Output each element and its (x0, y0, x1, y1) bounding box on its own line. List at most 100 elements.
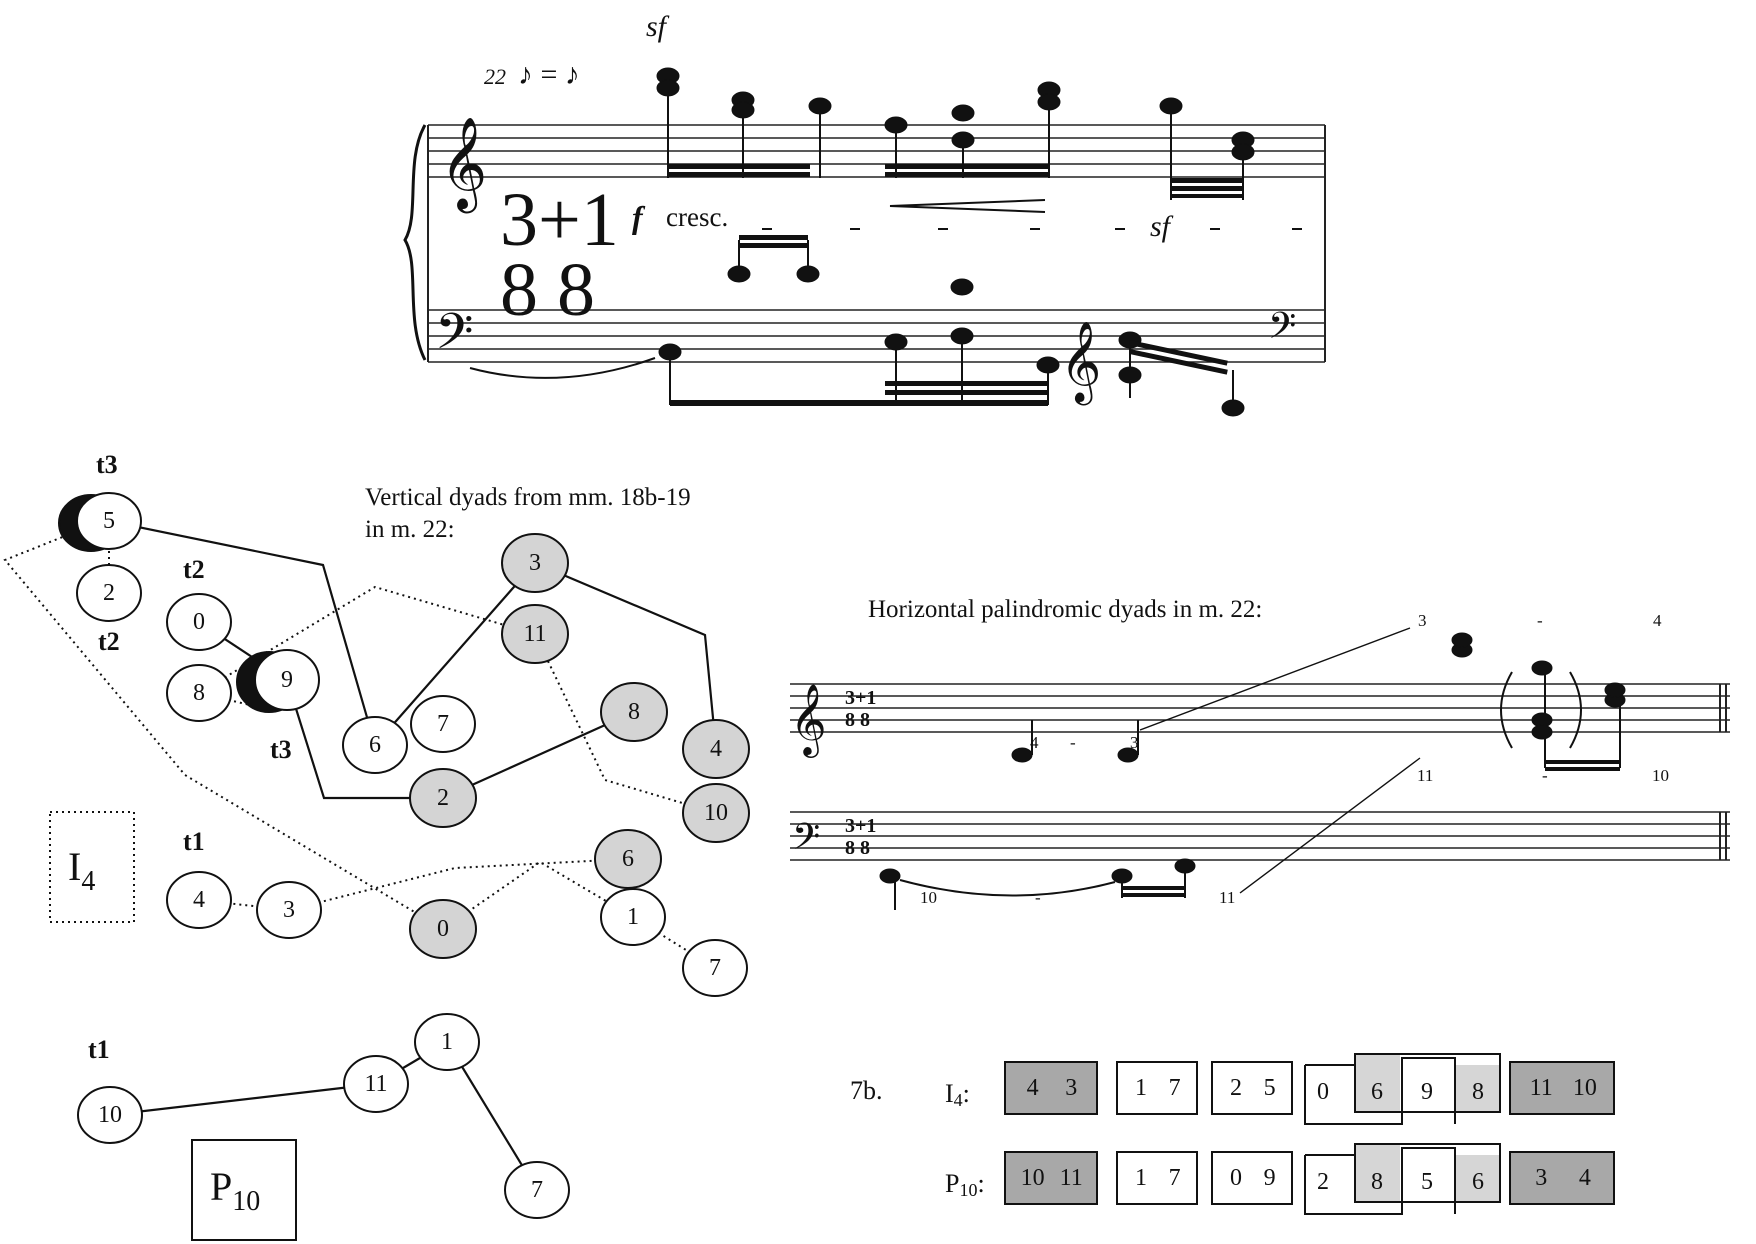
node-label: 7 (709, 955, 721, 981)
table-cell-value: 9 (1264, 1165, 1276, 1191)
node-label: 1 (441, 1029, 453, 1055)
palindrome-ts-bottom-bass: 8 8 (845, 837, 870, 859)
node-label: 11 (523, 621, 546, 647)
node-label: 10 (704, 800, 728, 826)
node-circle (414, 1013, 480, 1071)
table-cell-value: 0 (1317, 1079, 1329, 1105)
top-label-dash: - (1537, 611, 1543, 630)
network-node-2: 2 (76, 564, 142, 622)
table-cell-value: 0 (1230, 1165, 1242, 1191)
node-label: 7 (531, 1177, 543, 1203)
system-brace (403, 124, 427, 361)
node-label: 8 (193, 680, 205, 706)
score-excerpt: 𝄞 𝄢 22 ♪ = ♪ sf 3+1 8 8 f cresc. sf (403, 10, 1326, 417)
node-label: 10 (98, 1102, 122, 1128)
bottom-label-10: 10 (920, 888, 937, 907)
mid-upper-label-4: 4 (1030, 733, 1039, 752)
node-label: 8 (628, 699, 640, 725)
table-cell-value: 9 (1421, 1079, 1433, 1105)
network-edge-g3-g4 (534, 561, 718, 750)
node-circle (166, 593, 232, 651)
vertical-caption-line2: in m. 22: (365, 516, 455, 543)
palindrome-caption: Horizontal palindromic dyads in m. 22: (868, 596, 1262, 623)
network-node-11: 11 (343, 1055, 409, 1113)
palindrome-ts-bottom-treble: 8 8 (845, 709, 870, 731)
vertical-caption-line1: Vertical dyads from mm. 18b-19 (365, 484, 691, 511)
sf-marking-mid: sf (1150, 210, 1174, 243)
table-cell-value: 7 (1169, 1165, 1181, 1191)
mid-lower-label-dash: - (1542, 766, 1548, 785)
table-cell-value: 7 (1169, 1075, 1181, 1101)
table-cell-value: 1 (1135, 1075, 1147, 1101)
svg-text:I4: I4 (68, 844, 95, 897)
table-cell-value: 11 (1530, 1075, 1553, 1101)
table-cell-value: 4 (1579, 1165, 1591, 1191)
palindrome-ts-top-bass: 3+1 (845, 815, 876, 837)
table-cell-value: 5 (1264, 1075, 1276, 1101)
node-circle (410, 695, 476, 753)
box-I4-base: I (68, 844, 81, 889)
mid-upper-label-dash: - (1070, 733, 1076, 752)
treble-clef-icon: 𝄞 (440, 116, 487, 213)
palindrome-treble-staff: 𝄞 3+1 8 8 (790, 682, 1730, 758)
group-label-t1-mid: t1 (183, 827, 205, 856)
cresc-marking: cresc. (666, 202, 728, 232)
network-edge-n1b-n7b (632, 916, 716, 969)
time-signature-top: 3+1 (500, 178, 619, 262)
top-label-3: 3 (1418, 611, 1427, 630)
network-edge-i4-outline (3, 525, 444, 930)
parenthesis-left (1500, 671, 1513, 749)
network-edge-n10c-n11c (109, 1082, 377, 1117)
node-label: 3 (283, 897, 295, 923)
network-node-7: 7 (504, 1161, 570, 1219)
row-form-box-P10: P10 (191, 1139, 297, 1241)
table-cell-value: 6 (1371, 1079, 1383, 1105)
palindrome-bass-staff: 𝄢 3+1 8 8 (790, 811, 1730, 867)
group-label-t3-lower: t3 (270, 735, 292, 764)
box-I4-sub: 4 (81, 866, 95, 897)
network-node-3: 3 (501, 533, 569, 593)
bass-clef-change-icon: 𝄢 (1268, 305, 1296, 356)
network-node-8: 8 (600, 682, 668, 742)
row-label: I4: (945, 1079, 970, 1110)
palindrome-treble-clef-icon: 𝄞 (790, 682, 827, 758)
row-form-box-I4: I4 (49, 811, 135, 923)
node-label: 6 (622, 846, 634, 872)
top-label-4: 4 (1653, 611, 1662, 630)
bottom-label-dash: - (1035, 888, 1041, 907)
table-cell-value: 5 (1421, 1169, 1433, 1195)
node-circle (166, 664, 232, 722)
bass-staff: 𝄢 (428, 303, 1325, 373)
treble-clef-change-icon: 𝄞 (1060, 320, 1101, 405)
node-circle (504, 1161, 570, 1219)
network-node-7: 7 (410, 695, 476, 753)
bottom-label-11: 11 (1219, 888, 1235, 907)
network-edge-n9a-g2 (285, 679, 443, 800)
node-circle (682, 719, 750, 779)
bass-notes (658, 235, 1245, 417)
palindrome-example: Horizontal palindromic dyads in m. 22: 𝄞… (790, 596, 1730, 910)
fig-label-7b: 7b. (850, 1076, 883, 1105)
table-cell-value: 4 (1027, 1075, 1039, 1101)
mid-upper-label-3: 3 (1130, 733, 1139, 752)
sf-marking-top: sf (646, 10, 670, 43)
network-node-0: 0 (166, 593, 232, 651)
network-node-10: 10 (682, 783, 750, 843)
palindrome-bass-clef-icon: 𝄢 (792, 816, 820, 867)
time-signature-bottom: 8 8 (500, 248, 595, 332)
network-edge-n8a-g11 (198, 585, 536, 694)
node-circle (76, 564, 142, 622)
table-cell-value: 6 (1472, 1169, 1484, 1195)
crescendo-hairpin (889, 199, 1046, 213)
node-label: 0 (193, 609, 205, 635)
node-circle (254, 649, 320, 711)
node-circle (166, 871, 232, 929)
mid-lower-label-10: 10 (1652, 766, 1669, 785)
node-label: 7 (437, 711, 449, 737)
